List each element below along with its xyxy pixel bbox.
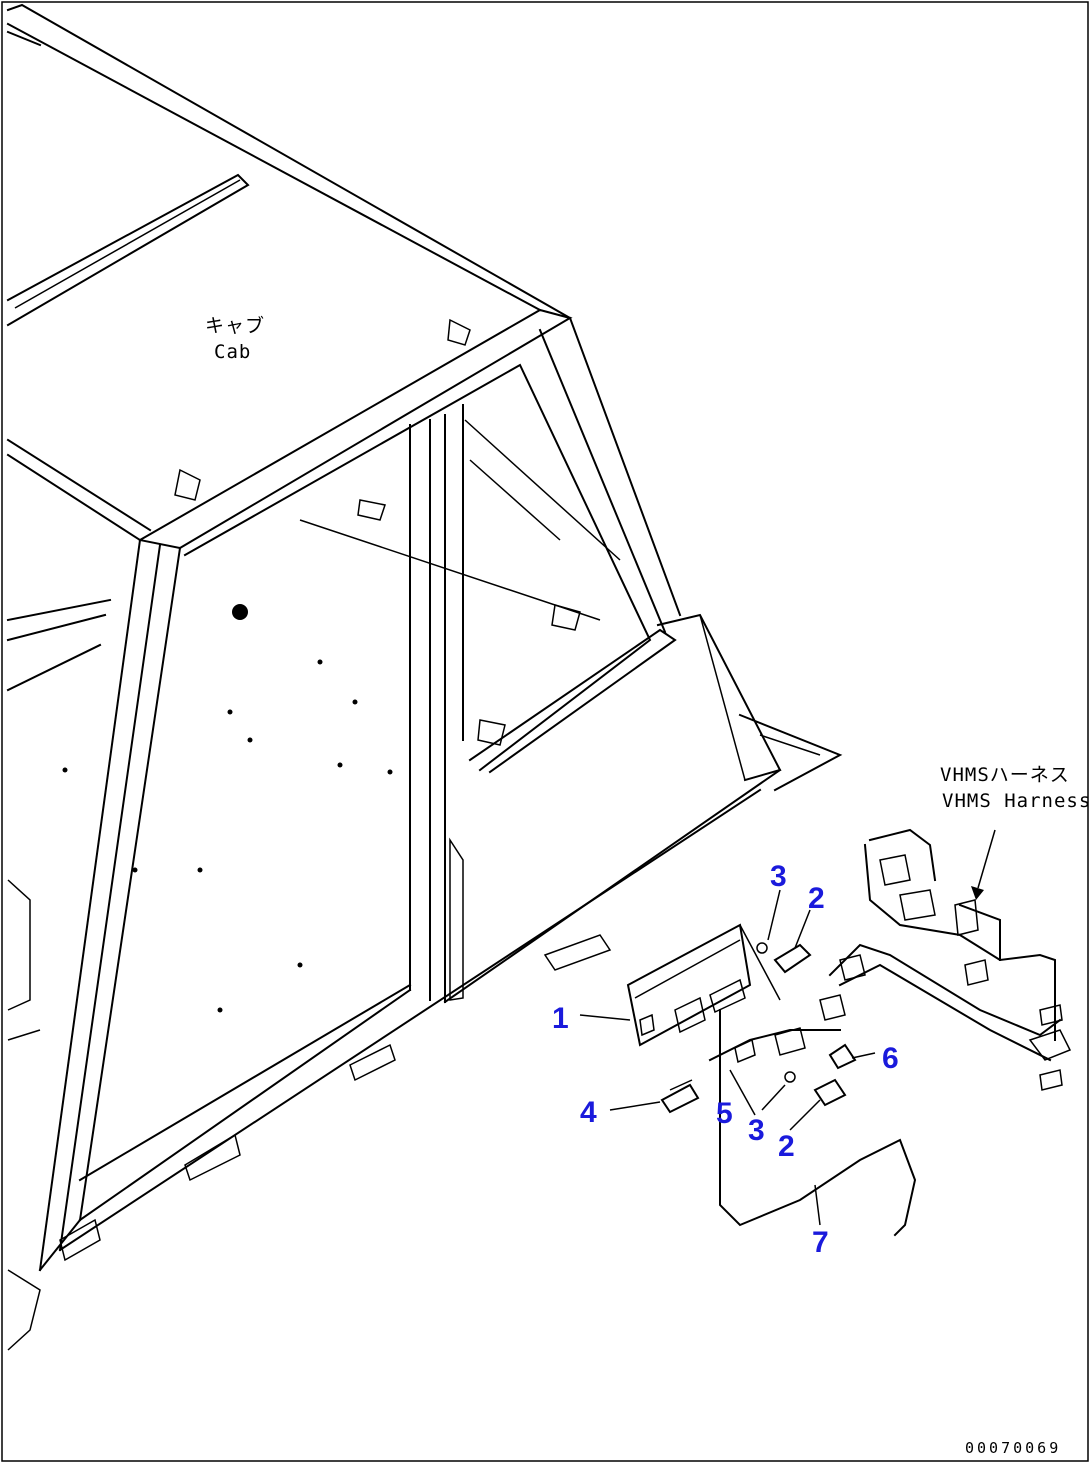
callout-2-upper: 2	[808, 882, 825, 915]
part-2-bolts	[773, 943, 847, 1107]
callout-3-lower: 3	[748, 1114, 765, 1147]
part-5-wire	[708, 1009, 917, 1237]
cab-label-en: Cab	[214, 341, 251, 363]
part-1-controller	[626, 923, 781, 1047]
cab-label-jp: キャブ	[205, 314, 265, 337]
part-3-washers	[756, 942, 796, 1083]
callout-4: 4	[580, 1096, 597, 1129]
drawing-code: 00070069	[965, 1439, 1061, 1457]
callout-3-upper: 3	[770, 860, 787, 893]
leader-lines	[579, 889, 876, 1226]
callout-5: 5	[716, 1097, 733, 1130]
vhms-harness	[819, 828, 1072, 1091]
part-4-connector	[660, 1079, 700, 1114]
callout-1: 1	[552, 1002, 569, 1035]
callout-7: 7	[812, 1226, 829, 1259]
harness-label-en: VHMS Harness	[942, 790, 1090, 812]
part-6-clip	[828, 1043, 857, 1070]
callout-2-lower: 2	[778, 1130, 795, 1163]
callout-6: 6	[882, 1042, 899, 1075]
harness-label-jp: VHMSハーネス	[940, 764, 1070, 786]
